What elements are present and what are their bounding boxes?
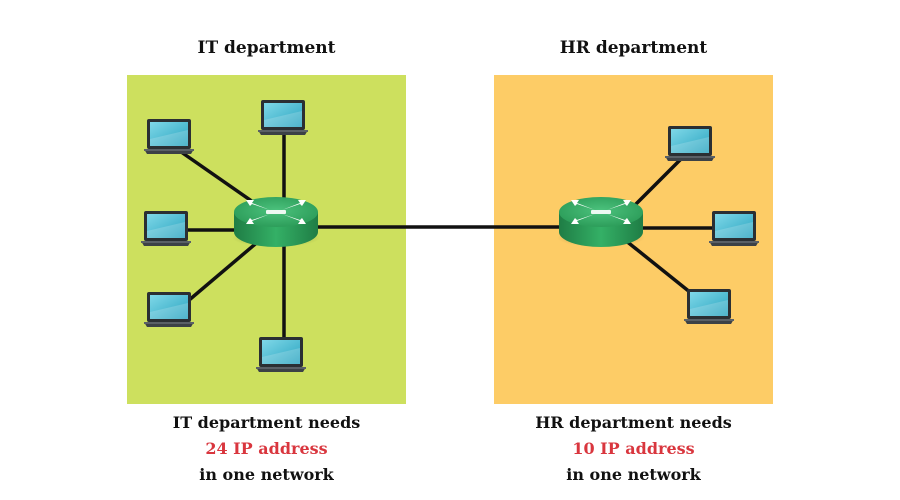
- hr-caption-line1: HR department needs: [535, 413, 732, 432]
- laptop-icon: [141, 211, 191, 246]
- it-department-title: IT department: [197, 38, 336, 58]
- it-caption-line1: IT department needs: [172, 413, 361, 432]
- hr-requirement-caption: HR department needs 10 IP address in one…: [494, 410, 773, 488]
- laptop-icon: [144, 292, 194, 327]
- router-icon: [557, 197, 645, 247]
- laptop-icon: [709, 211, 759, 246]
- laptop-icon: [256, 337, 306, 372]
- laptop-icon: [144, 119, 194, 154]
- router-icon: [232, 197, 320, 247]
- it-ip-need: 24 IP address: [205, 439, 328, 458]
- it-caption-line3: in one network: [199, 465, 334, 484]
- hr-department-title: HR department: [559, 38, 708, 58]
- laptop-icon: [665, 126, 715, 161]
- hr-caption-line3: in one network: [566, 465, 701, 484]
- laptop-icon: [684, 289, 734, 324]
- it-requirement-caption: IT department needs 24 IP address in one…: [127, 410, 406, 488]
- laptop-icon: [258, 100, 308, 135]
- hr-ip-need: 10 IP address: [572, 439, 695, 458]
